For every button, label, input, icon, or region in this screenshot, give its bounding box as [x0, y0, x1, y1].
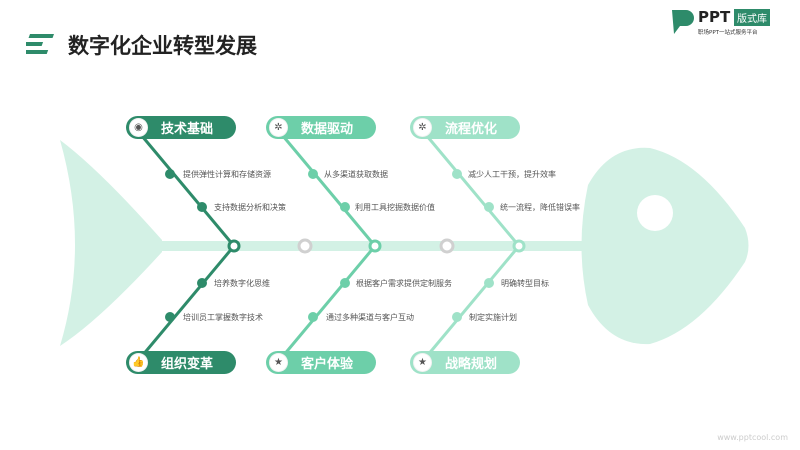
- list-item: 培训员工掌握数字技术: [183, 313, 263, 322]
- list-item: 通过多种渠道与客户互动: [326, 313, 414, 322]
- fish-tail: [60, 140, 162, 346]
- footer-url: www.pptcool.com: [717, 433, 788, 442]
- category-process[interactable]: ✲流程优化: [410, 116, 520, 139]
- list-item: 明确转型目标: [501, 279, 549, 288]
- star-icon: ★: [413, 353, 432, 372]
- list-item: 根据客户需求提供定制服务: [356, 279, 452, 288]
- title-icon: [26, 34, 54, 54]
- logo-icon: [672, 10, 694, 34]
- list-item: 培养数字化思维: [214, 279, 270, 288]
- list-item: 利用工具挖掘数据价值: [355, 203, 435, 212]
- list-item: 提供弹性计算和存储资源: [183, 170, 271, 179]
- thumbs-up-icon: 👍: [129, 353, 148, 372]
- logo: PPT 版式库 职场PPT一站式服务平台: [670, 8, 790, 38]
- gear-icon: ✲: [269, 118, 288, 137]
- eye-icon: ◉: [129, 118, 148, 137]
- fish-head: [581, 147, 749, 345]
- list-item: 制定实施计划: [469, 313, 517, 322]
- list-item: 从多渠道获取数据: [324, 170, 388, 179]
- category-strategy[interactable]: ★战略规划: [410, 351, 520, 374]
- list-item: 减少人工干预，提升效率: [468, 170, 556, 179]
- gear-icon: ✲: [413, 118, 432, 137]
- fish-eye: [637, 195, 673, 231]
- category-customer[interactable]: ★客户体验: [266, 351, 376, 374]
- category-tech-foundation[interactable]: ◉技术基础: [126, 116, 236, 139]
- star-icon: ★: [269, 353, 288, 372]
- page-title: 数字化企业转型发展: [68, 34, 257, 58]
- category-organization[interactable]: 👍组织变革: [126, 351, 236, 374]
- list-item: 支持数据分析和决策: [214, 203, 286, 212]
- category-data-driven[interactable]: ✲数据驱动: [266, 116, 376, 139]
- list-item: 统一流程，降低错误率: [500, 203, 580, 212]
